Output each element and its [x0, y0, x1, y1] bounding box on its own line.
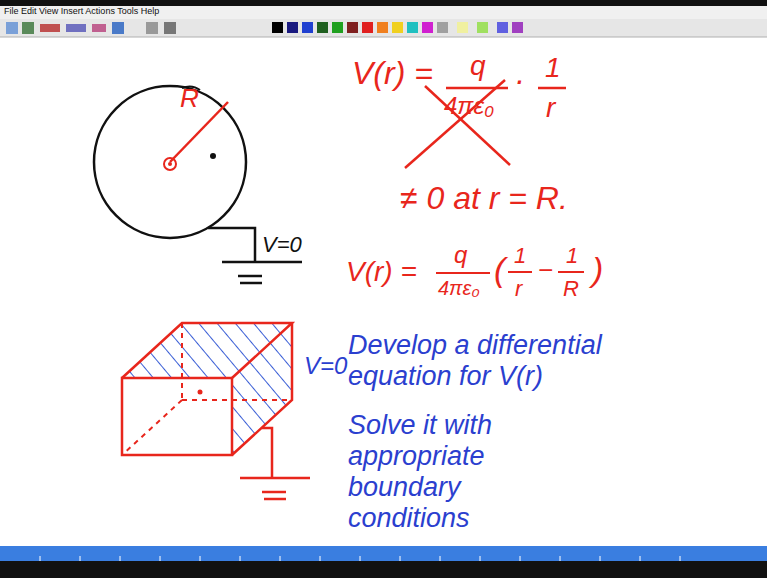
numerator: q — [470, 50, 486, 82]
menu-bar — [0, 6, 767, 19]
fraction-bar — [436, 272, 490, 274]
parenthesis: ( — [494, 250, 505, 289]
cube-outline — [122, 323, 292, 455]
field-point — [210, 153, 216, 159]
tool-bar — [0, 19, 767, 37]
numerator: q — [454, 241, 467, 269]
fraction-bar — [538, 87, 566, 90]
denominator: r — [515, 276, 522, 301]
charge-ring — [164, 158, 176, 170]
page-bar — [0, 546, 767, 561]
menu-text: File Edit View Insert Actions Tools Help — [4, 6, 159, 16]
page-ticks — [40, 556, 680, 561]
ground-wire — [262, 428, 272, 478]
numerator: 1 — [566, 243, 578, 268]
toolbar-border — [0, 37, 767, 38]
boundary-note: ≠ 0 at r = R. — [400, 180, 568, 217]
numerator: 1 — [514, 243, 526, 268]
numerator: 1 — [545, 52, 561, 84]
denominator: r — [546, 92, 555, 124]
formula-term: V(r) = — [346, 256, 417, 288]
color-palette — [272, 22, 523, 33]
ground-symbol — [222, 262, 302, 283]
instruction-note: Solve it with appropriate boundary condi… — [348, 410, 499, 534]
denominator: 4πε₀ — [444, 92, 494, 120]
tool-icons — [6, 22, 176, 34]
charge-dot — [168, 162, 172, 166]
hidden-edges — [122, 323, 292, 455]
potential-label: V=0 — [262, 232, 302, 257]
charge-dot — [198, 390, 203, 395]
minus-sign: − — [538, 256, 553, 286]
cross-out — [425, 86, 510, 165]
sphere-outline — [94, 86, 246, 238]
cube-hatching — [222, 318, 302, 463]
title-strip — [0, 0, 767, 6]
radius-line — [170, 102, 228, 162]
parenthesis: ) — [592, 250, 603, 289]
radius-label: R — [180, 84, 199, 114]
fraction-bar — [508, 271, 532, 273]
fraction-bar — [558, 271, 584, 273]
product-dot: · — [514, 62, 525, 99]
formula-term: V(r) = — [352, 55, 433, 92]
denominator: R — [563, 276, 579, 301]
cross-out — [405, 80, 505, 168]
bottom-strip — [0, 561, 767, 578]
instruction-note: Develop a differential equation for V(r) — [348, 330, 608, 392]
denominator: 4πε₀ — [438, 277, 480, 300]
ground-symbol — [240, 478, 310, 499]
potential-label: V=0 — [304, 352, 347, 380]
ground-wire — [208, 228, 255, 262]
